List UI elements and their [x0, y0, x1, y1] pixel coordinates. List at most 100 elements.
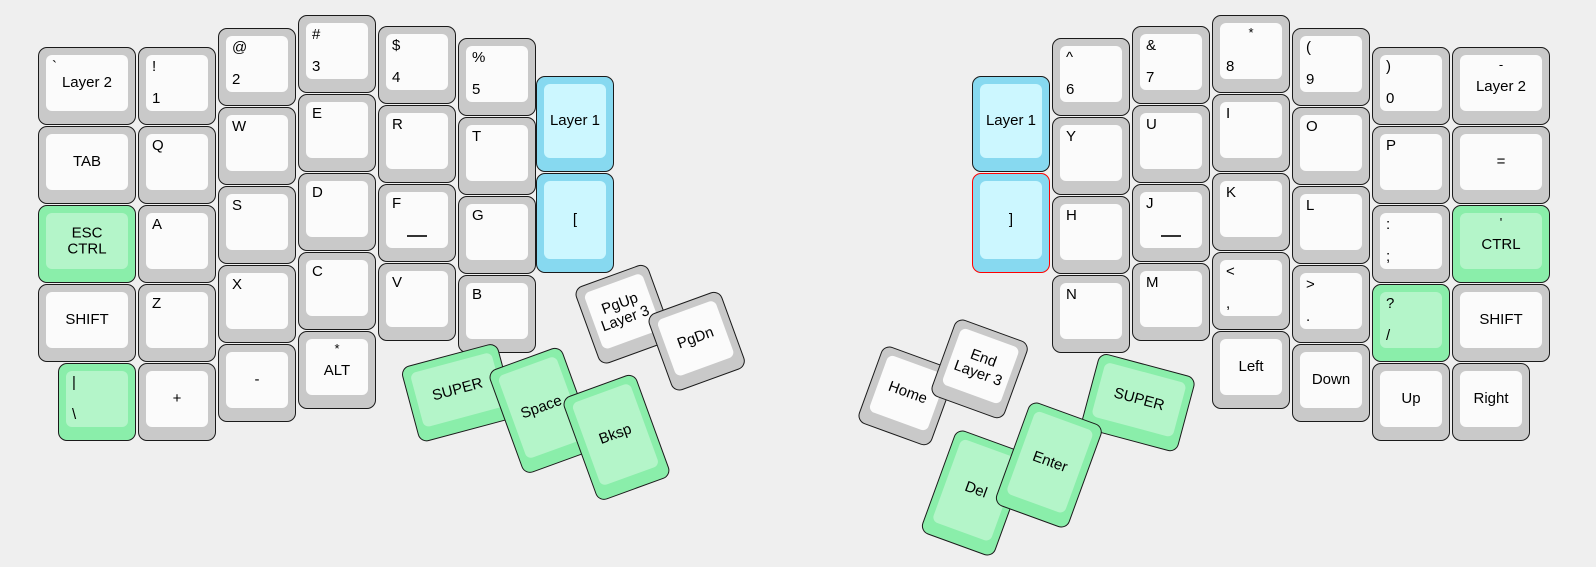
- key-r-c4-r0[interactable]: (9: [1292, 28, 1370, 106]
- key-legend-main: Layer 2: [1475, 78, 1527, 96]
- key-r-c3-r2[interactable]: K: [1212, 173, 1290, 251]
- key-legend-main: Layer 1: [985, 112, 1037, 130]
- keycap-r-c1-r2: H: [1060, 204, 1122, 260]
- key-r-c0-r1[interactable]: ]: [972, 173, 1050, 273]
- keycap-l-c5-r2: G: [466, 204, 528, 260]
- key-l-c4-r2[interactable]: F: [378, 184, 456, 262]
- key-l-c0-r4[interactable]: |\: [58, 363, 136, 441]
- key-l-c2-r1[interactable]: W: [218, 107, 296, 185]
- key-legend-top: E: [312, 105, 323, 122]
- key-r-c5-r0[interactable]: )0: [1372, 47, 1450, 125]
- key-r-c1-r3[interactable]: N: [1052, 275, 1130, 353]
- key-r-c5-r3[interactable]: ?/: [1372, 284, 1450, 362]
- key-legend-top: U: [1146, 116, 1157, 133]
- key-r-c2-r1[interactable]: U: [1132, 105, 1210, 183]
- key-legend-bottom: 4: [392, 69, 401, 87]
- key-legend-bottom: 0: [1386, 90, 1395, 108]
- key-r-c1-r2[interactable]: H: [1052, 196, 1130, 274]
- key-l-c3-r2[interactable]: D: [298, 173, 376, 251]
- key-legend-main: ALT: [323, 362, 351, 380]
- key-legend-bottom: 8: [1226, 58, 1235, 76]
- keycap-r-t-enter: Enter: [1005, 410, 1095, 515]
- key-r-c6-r1[interactable]: =: [1452, 126, 1550, 204]
- keycap-l-c3-r3: C: [306, 260, 368, 316]
- keycap-l-c1-r2: A: [146, 213, 208, 269]
- key-r-c4-r2[interactable]: L: [1292, 186, 1370, 264]
- key-r-c6-r4[interactable]: Right: [1452, 363, 1530, 441]
- key-l-c0-r2[interactable]: ESC CTRL: [38, 205, 136, 283]
- key-r-c5-r4[interactable]: Up: [1372, 363, 1450, 441]
- key-l-c0-r1[interactable]: TAB: [38, 126, 136, 204]
- key-l-c4-r1[interactable]: R: [378, 105, 456, 183]
- key-l-c6-r0[interactable]: Layer 1: [536, 76, 614, 172]
- key-legend-top: H: [1066, 207, 1077, 224]
- key-l-c3-r4[interactable]: *ALT: [298, 331, 376, 409]
- key-legend-top: |: [72, 374, 76, 391]
- key-l-c5-r3[interactable]: B: [458, 275, 536, 353]
- keycap-r-c1-r3: N: [1060, 283, 1122, 339]
- key-l-c2-r0[interactable]: @2: [218, 28, 296, 106]
- key-legend-top: K: [1226, 184, 1237, 201]
- key-r-c1-r0[interactable]: ^6: [1052, 38, 1130, 116]
- key-l-c3-r3[interactable]: C: [298, 252, 376, 330]
- key-r-c2-r2[interactable]: J: [1132, 184, 1210, 262]
- keycap-l-c4-r2: F: [386, 192, 448, 248]
- key-legend-top: G: [472, 207, 484, 224]
- keycap-r-c6-r0: -Layer 2: [1460, 55, 1542, 111]
- key-r-c5-r2[interactable]: :;: [1372, 205, 1450, 283]
- key-l-c2-r2[interactable]: S: [218, 186, 296, 264]
- key-legend-top: !: [152, 58, 157, 75]
- key-r-c3-r1[interactable]: I: [1212, 94, 1290, 172]
- keycap-l-c1-r0: !1: [146, 55, 208, 111]
- key-r-c6-r2[interactable]: 'CTRL: [1452, 205, 1550, 283]
- key-r-c4-r3[interactable]: >.: [1292, 265, 1370, 343]
- key-r-c3-r3[interactable]: <,: [1212, 252, 1290, 330]
- key-l-c3-r0[interactable]: #3: [298, 15, 376, 93]
- keycap-r-c3-r3: <,: [1220, 260, 1282, 316]
- key-r-c5-r1[interactable]: P: [1372, 126, 1450, 204]
- key-r-c6-r3[interactable]: SHIFT: [1452, 284, 1550, 362]
- key-r-c3-r0[interactable]: 8*: [1212, 15, 1290, 93]
- key-l-c0-r0[interactable]: `Layer 2: [38, 47, 136, 125]
- keycap-l-c3-r4: *ALT: [306, 339, 368, 395]
- key-l-c0-r3[interactable]: SHIFT: [38, 284, 136, 362]
- key-r-c3-r4[interactable]: Left: [1212, 331, 1290, 409]
- key-r-c0-r0[interactable]: Layer 1: [972, 76, 1050, 172]
- key-l-c2-r3[interactable]: X: [218, 265, 296, 343]
- key-l-c6-r1[interactable]: [: [536, 173, 614, 273]
- key-legend-main: Right: [1473, 390, 1509, 408]
- key-r-c1-r1[interactable]: Y: [1052, 117, 1130, 195]
- key-l-c1-r0[interactable]: !1: [138, 47, 216, 125]
- key-r-c2-r3[interactable]: M: [1132, 263, 1210, 341]
- keycap-r-c5-r4: Up: [1380, 371, 1442, 427]
- key-r-c4-r1[interactable]: O: [1292, 107, 1370, 185]
- key-r-c6-r0[interactable]: -Layer 2: [1452, 47, 1550, 125]
- key-l-c5-r1[interactable]: T: [458, 117, 536, 195]
- key-l-c2-r4[interactable]: -: [218, 344, 296, 422]
- key-legend-main: TAB: [72, 153, 102, 171]
- key-l-c5-r0[interactable]: %5: [458, 38, 536, 116]
- key-l-c4-r0[interactable]: $4: [378, 26, 456, 104]
- keycap-r-c2-r2: J: [1140, 192, 1202, 248]
- key-legend-bottom: 7: [1146, 69, 1155, 87]
- key-legend-main: =: [1496, 153, 1506, 171]
- key-l-c1-r4[interactable]: +: [138, 363, 216, 441]
- key-legend-main: -: [254, 371, 260, 389]
- key-legend-top: P: [1386, 137, 1397, 154]
- key-l-c4-r3[interactable]: V: [378, 263, 456, 341]
- keycap-l-c5-r1: T: [466, 125, 528, 181]
- key-legend-top-center: ': [1499, 215, 1503, 230]
- keycap-l-c0-r0: `Layer 2: [46, 55, 128, 111]
- key-legend-bottom: 2: [232, 71, 241, 89]
- homing-bar-icon: [407, 234, 427, 237]
- key-l-c5-r2[interactable]: G: [458, 196, 536, 274]
- key-r-c4-r4[interactable]: Down: [1292, 344, 1370, 422]
- key-l-c3-r1[interactable]: E: [298, 94, 376, 172]
- key-legend-main: Up: [1401, 390, 1421, 408]
- key-r-c2-r0[interactable]: &7: [1132, 26, 1210, 104]
- key-l-c1-r2[interactable]: A: [138, 205, 216, 283]
- key-l-c1-r3[interactable]: Z: [138, 284, 216, 362]
- keycap-l-c6-r1: [: [544, 181, 606, 259]
- key-l-c1-r1[interactable]: Q: [138, 126, 216, 204]
